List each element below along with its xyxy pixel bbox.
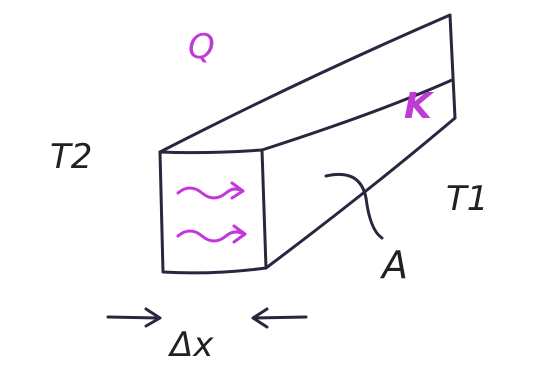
temperature-hot-label: T2 [50,137,92,177]
front-face [158,148,268,275]
left-arrow-head [144,307,162,328]
heat-flow-label: Q [188,27,215,67]
area-label: A [379,243,408,287]
area-pointer [324,172,384,240]
temperature-cold-label: T1 [446,179,488,219]
thickness-label: Δx [167,325,214,365]
bar-outline [158,13,457,275]
wavy-arrow-top [176,186,244,200]
top-edge-left [158,13,452,154]
thickness-arrows [106,307,308,329]
conductivity-label: K [404,86,435,127]
wavy-arrow-bottom [176,229,246,243]
right-arrow [252,315,308,320]
heat-flow-arrows [176,181,247,244]
wavy-arrow-top-head [230,181,245,200]
wavy-arrow-bottom-head [232,224,247,244]
left-arrow [106,315,160,320]
right-arrow-head [251,307,269,329]
back-edge [448,13,457,120]
top-edge-right [260,78,454,152]
